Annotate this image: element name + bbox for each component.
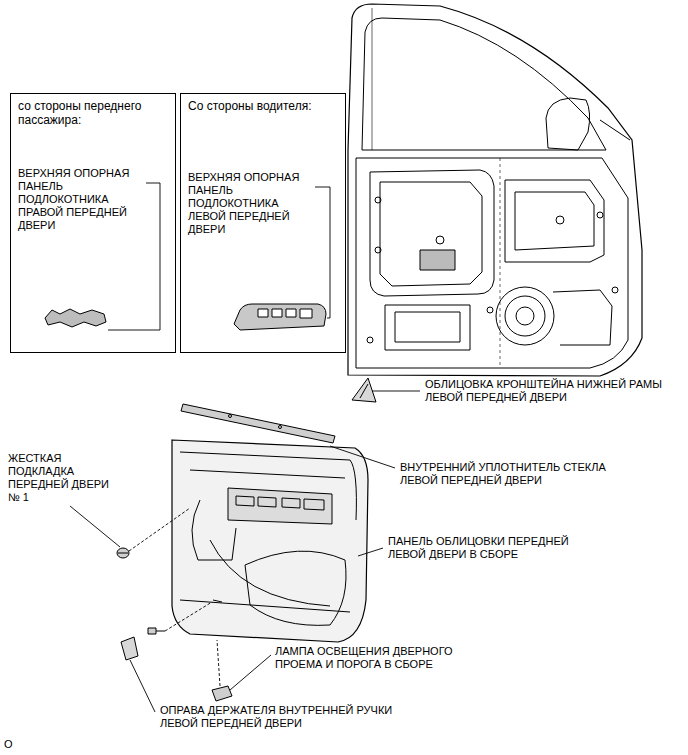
leader-line — [70, 183, 420, 712]
door-shell — [348, 4, 642, 376]
driver-armrest-panel — [258, 309, 312, 318]
door-shell — [612, 287, 618, 293]
door-shell — [420, 250, 455, 270]
leader-line — [108, 183, 160, 330]
door-shell — [496, 287, 554, 345]
view-heading: со стороны переднего пассажира: — [18, 99, 168, 127]
leader-line — [315, 187, 330, 318]
install-line — [217, 640, 220, 686]
view-box: со стороны переднего пассажира: ВЕРХНЯЯ О… — [10, 93, 176, 353]
handle-bezel — [121, 637, 138, 660]
door-trim-panel — [192, 500, 236, 560]
screw — [156, 631, 165, 632]
door-trim-panel — [172, 440, 368, 642]
glass-weatherstrip — [181, 404, 335, 443]
door-shell — [367, 337, 373, 343]
door-shell — [385, 305, 470, 350]
door-trim-panel — [210, 540, 330, 606]
install-line — [165, 602, 212, 631]
part-name: ВЕРХНЯЯ ОПОРНАЯ ПАНЕЛЬ ПОДЛОКОТНИКА ПРАВ… — [18, 167, 143, 232]
door-shell — [556, 216, 564, 224]
part-name: ВНУТРЕННИЙ УПЛОТНИТЕЛЬ СТЕКЛА ЛЕВОЙ ПЕРЕ… — [400, 461, 645, 487]
leader-line — [230, 655, 271, 690]
door-shell — [348, 4, 642, 376]
door-shell — [516, 307, 534, 325]
glass-weatherstrip — [229, 415, 232, 418]
install-line — [129, 508, 220, 686]
handle-bezel — [121, 637, 138, 660]
bracket-garnish — [352, 378, 376, 402]
door-trim-panel — [228, 488, 332, 524]
door-shell — [505, 180, 604, 262]
door-shell — [597, 212, 603, 218]
door-trim-panel — [245, 551, 346, 625]
courtesy-lamp — [212, 686, 232, 701]
part-name: ЖЕСТКАЯ ПОДКЛАДКА ПЕРЕДНЕЙ ДВЕРИ № 1 — [8, 452, 118, 504]
door-shell — [362, 18, 606, 150]
glass-weatherstrip — [181, 404, 335, 443]
cushion-clip — [117, 548, 129, 558]
passenger-armrest-panel — [45, 309, 106, 327]
view-heading: Со стороны водителя: — [188, 99, 338, 113]
door-shell — [500, 158, 501, 368]
door-trim-panel — [213, 600, 222, 602]
door-shell — [372, 8, 373, 150]
door-shell — [600, 120, 630, 140]
door-shell — [375, 247, 381, 253]
door-trim-panel — [236, 496, 324, 510]
part-name: ЛАМПА ОСВЕЩЕНИЯ ДВЕРНОГО ПРОЕМА И ПОРОГА… — [275, 645, 480, 671]
driver-armrest-panel — [234, 304, 326, 330]
leader-line — [70, 506, 120, 547]
door-shell — [375, 197, 381, 203]
view-box: Со стороны водителя: ВЕРХНЯЯ ОПОРНАЯ ПАНЕ… — [180, 93, 346, 353]
screw — [148, 628, 165, 634]
leader-line — [372, 391, 420, 392]
door-trim-panel — [172, 440, 368, 642]
part-name: ОБЛИЦОВКА КРОНШТЕЙНА НИЖНЕЙ РАМЫ ЛЕВОЙ П… — [425, 378, 665, 404]
glass-weatherstrip — [279, 426, 282, 429]
install-line — [129, 508, 190, 551]
door-shell — [515, 192, 594, 250]
cushion-clip — [118, 553, 128, 554]
door-shell — [553, 290, 612, 345]
screw — [148, 628, 156, 634]
figure-code: O — [4, 738, 24, 751]
part-name: ПАНЕЛЬ ОБЛИЦОВКИ ПЕРЕДНЕЙ ЛЕВОЙ ДВЕРИ В … — [388, 535, 593, 561]
leader-line — [330, 446, 395, 468]
bracket-garnish — [360, 384, 368, 398]
leader-line — [130, 660, 155, 712]
door-shell — [436, 236, 444, 244]
door-shell — [487, 307, 493, 313]
door-shell — [395, 312, 460, 342]
door-shell — [380, 182, 482, 286]
door-trim-panel — [190, 470, 345, 478]
leader-line — [358, 548, 383, 556]
door-shell — [505, 296, 545, 336]
passenger-armrest-panel — [45, 309, 106, 327]
part-name: ВЕРХНЯЯ ОПОРНАЯ ПАНЕЛЬ ПОДЛОКОТНИКА ЛЕВО… — [188, 171, 313, 236]
part-name: ОПРАВА ДЕРЖАТЕЛЯ ВНУТРЕННЕЙ РУЧКИ ЛЕВОЙ … — [160, 704, 430, 730]
driver-armrest-panel — [234, 304, 326, 330]
cushion-clip — [117, 548, 129, 558]
door-shell — [370, 170, 494, 296]
door-shell — [546, 98, 590, 150]
courtesy-lamp — [212, 686, 232, 701]
door-shell — [356, 158, 628, 368]
bracket-garnish — [352, 378, 376, 402]
